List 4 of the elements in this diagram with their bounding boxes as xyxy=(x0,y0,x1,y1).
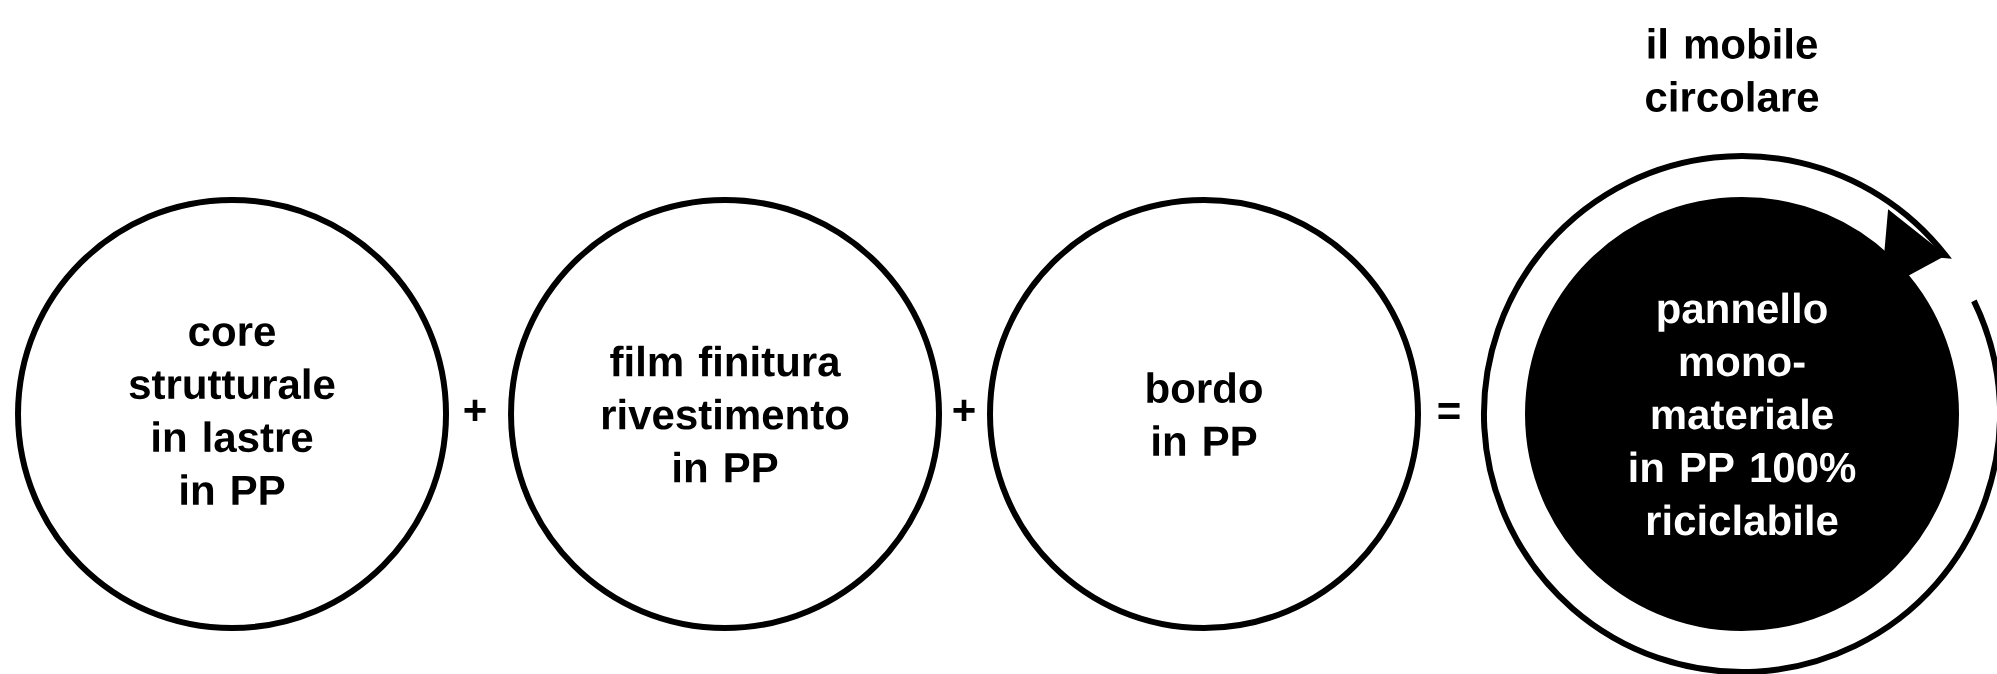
heading: il mobile circolare xyxy=(1646,28,1819,112)
operator-sign: = xyxy=(1438,403,1460,419)
operator-sign: + xyxy=(464,399,486,421)
operator-sign: + xyxy=(953,399,975,421)
